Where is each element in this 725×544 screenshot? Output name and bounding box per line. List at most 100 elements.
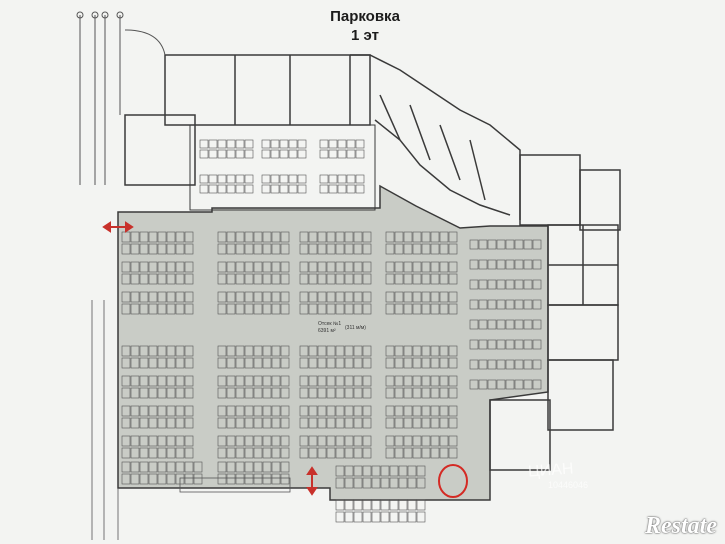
parking-stall bbox=[362, 387, 372, 399]
parking-stall bbox=[279, 139, 289, 149]
parking-stall bbox=[157, 387, 167, 399]
parking-stall bbox=[217, 261, 227, 273]
zone-capacity: (311 м/м) bbox=[345, 325, 366, 331]
parking-stall bbox=[261, 174, 271, 184]
parking-stall bbox=[235, 447, 245, 459]
parking-stall bbox=[244, 461, 254, 473]
parking-stall bbox=[308, 345, 318, 357]
parking-stall bbox=[299, 345, 309, 357]
parking-stall bbox=[328, 139, 338, 149]
parking-stall bbox=[270, 174, 280, 184]
parking-stall bbox=[235, 435, 245, 447]
parking-stall bbox=[226, 291, 236, 303]
parking-stall bbox=[532, 339, 542, 350]
parking-stall bbox=[139, 273, 149, 285]
parking-stall bbox=[505, 319, 515, 330]
parking-stall bbox=[319, 139, 329, 149]
parking-stall bbox=[166, 261, 176, 273]
parking-stall bbox=[416, 465, 426, 477]
parking-stall bbox=[394, 357, 404, 369]
parking-stall bbox=[166, 473, 176, 485]
parking-stall bbox=[226, 473, 236, 485]
parking-stall bbox=[244, 473, 254, 485]
parking-stall bbox=[487, 239, 497, 250]
parking-stall bbox=[319, 174, 329, 184]
parking-stall bbox=[326, 357, 336, 369]
parking-stall bbox=[166, 375, 176, 387]
parking-stall bbox=[130, 375, 140, 387]
parking-stall bbox=[299, 357, 309, 369]
parking-stall bbox=[317, 291, 327, 303]
parking-stall bbox=[337, 174, 347, 184]
parking-stall bbox=[166, 345, 176, 357]
parking-stall bbox=[353, 405, 363, 417]
parking-stall bbox=[380, 499, 390, 511]
parking-stall bbox=[523, 279, 533, 290]
parking-stall bbox=[407, 511, 417, 523]
parking-stall bbox=[157, 447, 167, 459]
parking-stall bbox=[430, 357, 440, 369]
parking-stall bbox=[139, 435, 149, 447]
parking-stall bbox=[362, 261, 372, 273]
parking-stall bbox=[385, 387, 395, 399]
parking-stall bbox=[353, 375, 363, 387]
watermark-id: 10446046 bbox=[548, 480, 589, 490]
parking-stall bbox=[362, 435, 372, 447]
parking-stall bbox=[439, 435, 449, 447]
parking-stall bbox=[253, 291, 263, 303]
parking-stall bbox=[121, 461, 131, 473]
parking-stall bbox=[253, 273, 263, 285]
parking-stall bbox=[394, 261, 404, 273]
parking-stall bbox=[439, 261, 449, 273]
parking-stall bbox=[157, 405, 167, 417]
parking-stall bbox=[469, 339, 479, 350]
parking-stall bbox=[235, 273, 245, 285]
parking-stall bbox=[184, 435, 194, 447]
parking-stall bbox=[335, 477, 345, 489]
parking-stall bbox=[130, 231, 140, 243]
parking-stall bbox=[496, 299, 506, 310]
parking-stall bbox=[280, 303, 290, 315]
parking-stall bbox=[184, 261, 194, 273]
parking-stall bbox=[280, 345, 290, 357]
parking-stall bbox=[335, 231, 345, 243]
parking-stall bbox=[439, 387, 449, 399]
parking-stall bbox=[326, 261, 336, 273]
parking-stall bbox=[412, 243, 422, 255]
parking-stall bbox=[217, 473, 227, 485]
parking-stall bbox=[353, 357, 363, 369]
parking-stall bbox=[299, 405, 309, 417]
parking-stall bbox=[271, 435, 281, 447]
parking-stall bbox=[226, 303, 236, 315]
parking-stall bbox=[175, 375, 185, 387]
parking-stall bbox=[244, 174, 254, 184]
parking-stall bbox=[166, 303, 176, 315]
parking-stall bbox=[121, 303, 131, 315]
parking-stall bbox=[280, 231, 290, 243]
parking-stall bbox=[217, 345, 227, 357]
parking-stall bbox=[385, 405, 395, 417]
parking-stall bbox=[244, 149, 254, 159]
parking-stall bbox=[148, 405, 158, 417]
parking-stall bbox=[217, 405, 227, 417]
parking-stall bbox=[421, 435, 431, 447]
parking-stall bbox=[175, 387, 185, 399]
parking-stall bbox=[448, 405, 458, 417]
parking-stall bbox=[308, 261, 318, 273]
parking-stall bbox=[412, 261, 422, 273]
parking-stall bbox=[130, 345, 140, 357]
parking-stall bbox=[389, 465, 399, 477]
parking-stall bbox=[478, 319, 488, 330]
parking-stall bbox=[335, 357, 345, 369]
parking-stall bbox=[421, 387, 431, 399]
parking-stall bbox=[532, 379, 542, 390]
parking-stall bbox=[448, 417, 458, 429]
parking-stall bbox=[253, 375, 263, 387]
parking-stall bbox=[448, 291, 458, 303]
parking-stall bbox=[235, 345, 245, 357]
parking-stall bbox=[362, 477, 372, 489]
parking-stall bbox=[496, 339, 506, 350]
parking-stall bbox=[270, 139, 280, 149]
parking-stall bbox=[148, 357, 158, 369]
parking-stall bbox=[235, 184, 245, 194]
